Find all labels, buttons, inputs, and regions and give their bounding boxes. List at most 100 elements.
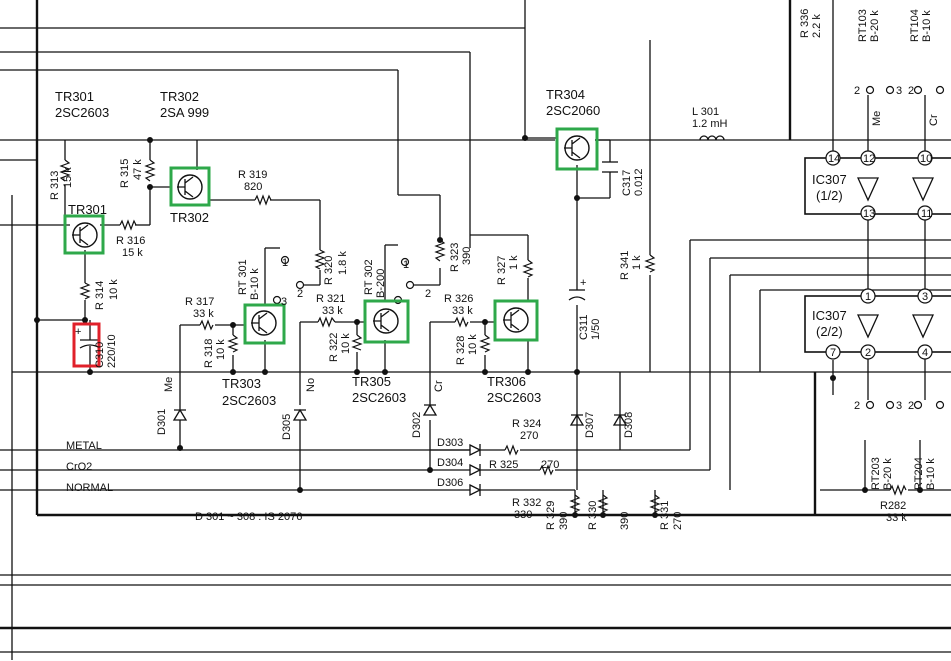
- transistor-tr304: [555, 127, 599, 171]
- r321-ref: R 321: [316, 293, 345, 305]
- inductor-l301: [699, 135, 725, 141]
- ic-pin-11: 11: [921, 208, 932, 220]
- resistor-r320: [314, 249, 326, 270]
- rt103-val: B-20 k: [869, 10, 881, 42]
- ic-pin-2: 2: [865, 347, 871, 359]
- r328-ref: R 328: [455, 336, 467, 365]
- r323-val: 390: [461, 247, 473, 265]
- tr302-top-ref: TR302: [160, 89, 199, 104]
- d302-label: D302: [411, 412, 423, 438]
- rt203-tap-3: 3: [896, 400, 902, 412]
- transistor-tr306: [493, 299, 539, 342]
- rt302-tap-1: 1: [403, 259, 409, 271]
- c310-val: 220/10: [106, 334, 118, 368]
- r341-ref: R 341: [619, 251, 631, 280]
- rt203-tap-2: 2: [854, 400, 860, 412]
- tag-cr: Cr: [433, 380, 445, 392]
- ic-pin-13: 13: [863, 208, 875, 220]
- r327-val: 1 k: [508, 255, 520, 270]
- rt302-ref: RT 302: [363, 259, 375, 295]
- diode-note: D 301 ~ 308 : IS 2076: [195, 511, 302, 523]
- ic-blocks: [804, 0, 951, 400]
- r336-ref: R 336: [799, 9, 811, 38]
- d304-label: D304: [437, 457, 463, 469]
- tr305-part: 2SC2603: [352, 390, 406, 405]
- diode-d302: [422, 403, 438, 416]
- diode-d301: [172, 408, 188, 421]
- r315-val: 47 k: [132, 159, 144, 180]
- rt301-tap-2: 2: [297, 288, 303, 300]
- r313-val: 15 k: [62, 167, 74, 188]
- r325-ref: R 325: [489, 459, 518, 471]
- tr303-part: 2SC2603: [222, 393, 276, 408]
- resistor-r324: [504, 444, 519, 456]
- rt204-tap-2: 2: [908, 400, 914, 412]
- resistor-r316: [119, 219, 137, 231]
- r316-ref: R 316: [116, 235, 145, 247]
- r314-ref: R 314: [94, 281, 106, 310]
- rt203-ref: RT203: [870, 457, 882, 490]
- r329-val: 390: [558, 512, 570, 530]
- r330-ref: R 330: [587, 501, 599, 530]
- diode-d306: [469, 483, 482, 497]
- resistor-r318: [227, 334, 239, 353]
- r341-val: 1 k: [631, 255, 643, 270]
- r314-val: 10 k: [108, 279, 120, 300]
- rt103-tap-2: 2: [854, 85, 860, 97]
- r331-val: 270: [672, 512, 684, 530]
- r317-val: 33 k: [193, 308, 214, 320]
- resistor-r321: [317, 316, 336, 328]
- diode-d303: [469, 443, 482, 457]
- r319-val: 820: [244, 181, 262, 193]
- tag-cr-right: Cr: [928, 114, 940, 126]
- rt301-tap-1: 1: [282, 257, 288, 269]
- c310-ref: C310: [94, 342, 106, 368]
- r315-ref: R 315: [119, 159, 131, 188]
- labels: TR301 2SC2603 TR302 2SA 999 TR301 TR302 …: [49, 9, 940, 530]
- transistor-tr302: [169, 166, 211, 207]
- diode-d308: [612, 413, 628, 426]
- l301-ref: L 301: [692, 106, 719, 118]
- ic-pin-3: 3: [922, 291, 928, 303]
- c311-val: 1/50: [590, 319, 602, 340]
- normal-line-label: NORMAL: [66, 482, 113, 494]
- r327-ref: R 327: [496, 256, 508, 285]
- d307-label: D307: [584, 412, 596, 438]
- c310-plus: +: [75, 326, 81, 338]
- resistor-r328: [479, 334, 491, 353]
- d306-label: D306: [437, 477, 463, 489]
- capacitor-c310-highlight: [72, 322, 101, 368]
- resistor-r322: [351, 334, 363, 351]
- r318-ref: R 318: [203, 339, 215, 368]
- ic307-bottom-ref: IC307: [812, 308, 847, 323]
- tag-me: Me: [163, 377, 175, 392]
- rt301-tap-3: 3: [281, 296, 287, 308]
- d301-label: D301: [156, 409, 168, 435]
- metal-line-label: METAL: [66, 440, 102, 452]
- passive-symbols: [79, 135, 725, 497]
- tr302-box-label: TR302: [170, 210, 209, 225]
- c311-plus: +: [580, 277, 586, 289]
- rt204-ref: RT204: [913, 457, 925, 490]
- resistor-r323: [434, 239, 446, 262]
- r320-val: 1.8 k: [337, 251, 349, 275]
- rt104-val: B-10 k: [921, 10, 933, 42]
- diode-d307: [569, 413, 585, 426]
- ic307-top-ref: IC307: [812, 172, 847, 187]
- trimmer-terminals: [272, 85, 945, 410]
- tr304-ref: TR304: [546, 87, 585, 102]
- tr301-top-part: 2SC2603: [55, 105, 109, 120]
- tr302-top-part: 2SA 999: [160, 105, 209, 120]
- resistor-r331: [649, 494, 661, 513]
- resistor-r325: [539, 464, 554, 476]
- r324-val: 270: [520, 430, 538, 442]
- r313-ref: R 313: [49, 171, 61, 200]
- r321-val: 33 k: [322, 305, 343, 317]
- rt301-ref: RT 301: [237, 259, 249, 295]
- r331-ref: R 331: [659, 501, 671, 530]
- rt103-ref: RT103: [857, 9, 869, 42]
- resistor-r341: [644, 254, 656, 273]
- resistor-r282: [889, 484, 907, 496]
- resistor-r314: [79, 282, 91, 300]
